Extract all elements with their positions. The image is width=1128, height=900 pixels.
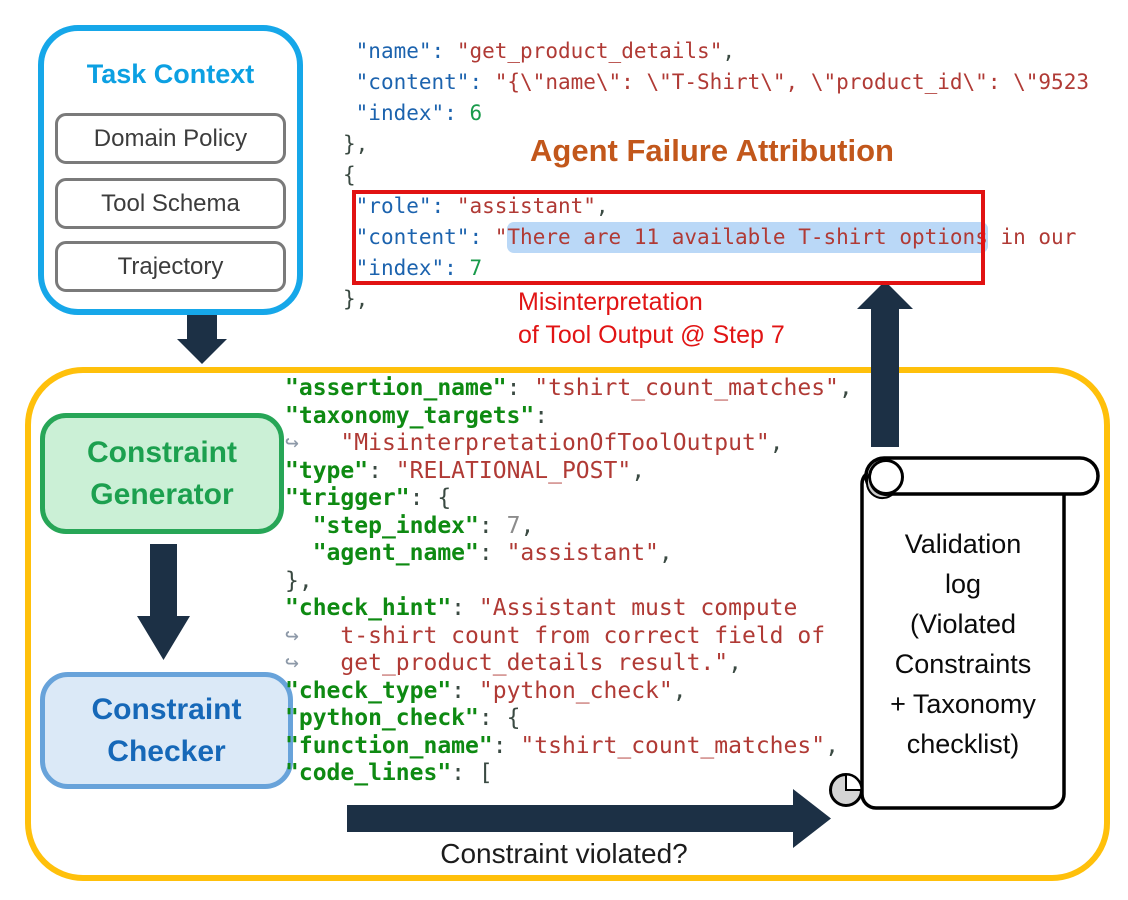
constraint-checker-label: Constraint Checker bbox=[91, 692, 242, 768]
failure-annotation-line-2: of Tool Output @ Step 7 bbox=[518, 321, 785, 349]
task-item-domain-policy: Domain Policy bbox=[55, 113, 286, 164]
validation-log-line-4: Constraints bbox=[894, 649, 1032, 679]
task-context-title: Task Context bbox=[86, 59, 255, 89]
constraint-violated-label: Constraint violated? bbox=[440, 838, 688, 869]
task-item-trajectory: Trajectory bbox=[55, 241, 286, 292]
failure-highlight-box bbox=[352, 190, 985, 285]
validation-log-label: Validation log (Violated Constraints + T… bbox=[868, 524, 1058, 764]
failure-annotation-label: Misinterpretation of Tool Output @ Step … bbox=[518, 286, 785, 352]
validation-log-line-3: (Violated bbox=[909, 609, 1017, 639]
trajectory-json-code: "name": "get_product_details", "content"… bbox=[343, 39, 1089, 311]
validation-log-line-5: + Taxonomy bbox=[890, 689, 1036, 719]
validation-log-line-6: checklist) bbox=[906, 729, 1020, 759]
failure-annotation-line-1: Misinterpretation bbox=[518, 288, 703, 316]
validation-log-line-2: log bbox=[944, 569, 982, 599]
task-context-box: Task Context Domain Policy Tool Schema T… bbox=[38, 25, 303, 315]
constraint-json-code: "assertion_name": "tshirt_count_matches"… bbox=[285, 375, 853, 786]
constraint-generator-label: Constraint Generator bbox=[87, 435, 237, 511]
diagram-title: Agent Failure Attribution bbox=[530, 133, 894, 168]
constraint-checker-box: Constraint Checker bbox=[40, 672, 293, 789]
validation-log-line-1: Validation bbox=[904, 529, 1022, 559]
pipeline-box bbox=[25, 367, 1110, 881]
task-context-down-arrow bbox=[177, 315, 227, 364]
constraint-generator-box: Constraint Generator bbox=[40, 413, 284, 534]
task-item-tool-schema: Tool Schema bbox=[55, 178, 286, 229]
